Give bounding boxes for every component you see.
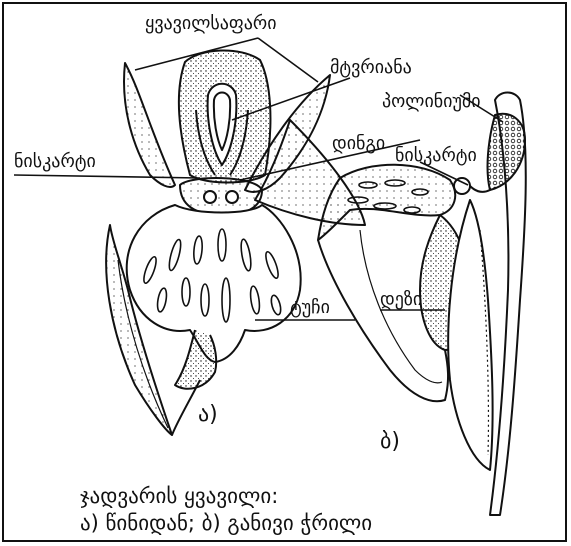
flower-front-view (106, 50, 365, 435)
label-stigma-left: ნისკარტი (14, 152, 96, 172)
label-pollinium: პოლინიუმი (382, 92, 481, 112)
caption-line-1: ჯადვარის ყვავილი: (80, 483, 278, 509)
left-sepal (124, 63, 175, 187)
label-letter-a: ა) (198, 405, 218, 425)
caption-line-2: ა) წინიდან; ბ) განივი ჭრილი (80, 510, 372, 536)
label-letter-b: ბ) (380, 432, 400, 452)
stigma-circle (454, 178, 470, 194)
lip (127, 205, 301, 362)
label-lip: ტუჩი (290, 298, 330, 318)
label-anther: მტვრიანა (330, 58, 412, 78)
label-spur: დეზი (380, 290, 422, 310)
label-stigma-right: ნისკარტი (395, 146, 477, 166)
label-column: დინგი (332, 134, 385, 154)
ovary (175, 330, 216, 389)
label-perianth: ყვავილსაფარი (145, 14, 277, 34)
